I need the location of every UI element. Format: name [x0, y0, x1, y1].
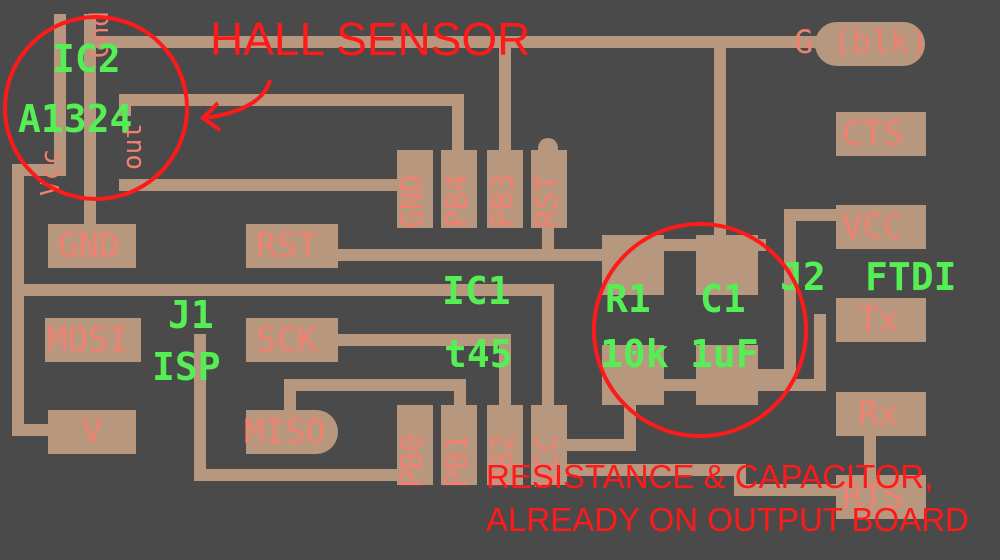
- label-ftdi-rts: RTS: [842, 477, 904, 517]
- pad-ftdi-rts: [836, 475, 926, 519]
- pad-isp-miso: [246, 410, 338, 454]
- label-isp-sck: SCK: [256, 320, 318, 360]
- trace-vcc-bus: [12, 284, 554, 436]
- label-j2-value: FTDI: [865, 255, 957, 299]
- label-r1-ref: R1: [605, 277, 651, 321]
- hall-arrow-line: [204, 79, 272, 120]
- pad-ftdi-tx: [836, 298, 926, 342]
- label-j2-ref: J2: [780, 255, 826, 299]
- pad-t45-pb1: [441, 405, 477, 485]
- pad-isp-rst: [246, 224, 338, 268]
- ftdi-g-pad: [815, 22, 925, 66]
- label-isp-v: V: [82, 412, 103, 452]
- label-c1-ref: C1: [700, 277, 746, 321]
- label-ic2-value: A1324: [18, 97, 133, 141]
- label-ftdi-g: G (blk): [794, 23, 929, 61]
- label-c1-value: 1uF: [690, 332, 759, 376]
- pad-t45-rst: [531, 150, 567, 228]
- label-isp-mosi: MOSI: [47, 320, 129, 360]
- trace-sck: [294, 334, 511, 436]
- pad-ftdi-vcc: [836, 205, 926, 249]
- pad-t45-gnd: [397, 150, 433, 228]
- pad-r1-bottom: [602, 345, 664, 405]
- label-ftdi-vcc: VCC: [842, 207, 904, 247]
- pad-t45-pb2: [487, 405, 523, 485]
- hall-sensor-circle: [3, 15, 189, 201]
- label-ftdi-cts: CTS: [842, 114, 904, 154]
- pad-t45-pb0: [397, 405, 433, 485]
- label-j1-ref: J1: [168, 293, 214, 337]
- pad-r1-top: [602, 235, 664, 295]
- trace-ic2-vcc: [12, 14, 66, 296]
- hall-sensor-annotation: HALL SENSOR: [210, 13, 531, 65]
- rc-note-line1: RESISTANCE & CAPACITOR,: [486, 458, 934, 495]
- pad-isp-sck: [246, 318, 338, 362]
- label-j1-value: ISP: [152, 345, 221, 389]
- label-isp-rst: RST: [256, 226, 318, 266]
- pad-t45-pb4: [441, 150, 477, 228]
- label-ftdi-rx: Rx: [858, 394, 899, 434]
- pad-t45-pb3: [487, 150, 523, 228]
- trace-ic2-out: [119, 94, 464, 196]
- label-r1-value: 10k: [600, 332, 669, 376]
- label-ic1-value: t45: [444, 332, 513, 376]
- pad-ftdi-rx: [836, 392, 926, 436]
- trace-rts: [554, 464, 866, 496]
- pad-isp-v: [48, 410, 136, 454]
- pad-isp-gnd: [48, 224, 136, 268]
- trace-ftdi-vcc: [754, 209, 856, 381]
- pad-c1-top: [696, 235, 758, 295]
- label-isp-gnd: GND: [58, 226, 120, 266]
- pad-t45-vcc: [531, 405, 567, 485]
- label-ic2-ref: IC2: [52, 37, 121, 81]
- pad-ftdi-cts: [836, 112, 926, 156]
- rc-circle: [592, 222, 808, 438]
- hall-arrow-head: [199, 101, 222, 132]
- label-isp-miso: MISO: [244, 412, 326, 452]
- pad-isp-mosi: [45, 318, 141, 362]
- label-ftdi-tx: Tx: [858, 300, 899, 340]
- rc-note-line2: ALREADY ON OUTPUT BOARD: [486, 501, 969, 538]
- pad-c1-bottom: [696, 345, 758, 405]
- label-ic1-ref: IC1: [442, 269, 511, 313]
